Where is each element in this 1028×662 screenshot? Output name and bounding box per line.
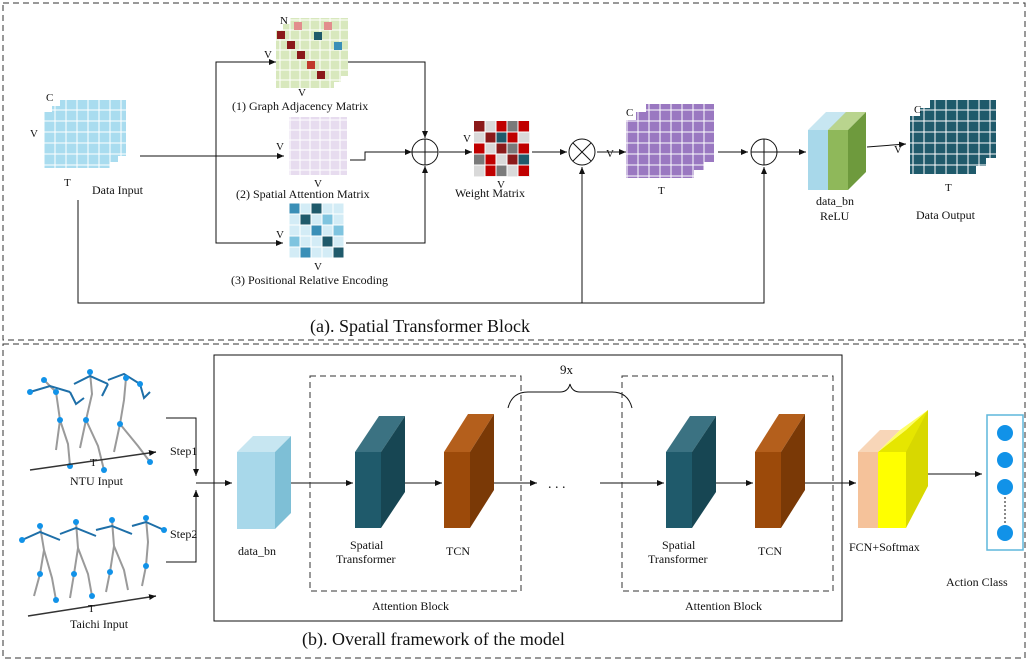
spatial-transformer-2 [666, 416, 716, 528]
weight-v2-label: V [497, 179, 505, 191]
weight-v1-label: V [463, 133, 471, 145]
step1-label: Step1 [170, 444, 197, 458]
adjacency-v2-label: V [298, 87, 306, 99]
tcn-1 [444, 414, 494, 528]
positional-v1-label: V [276, 229, 284, 241]
multiply-operator [568, 138, 596, 166]
positional-v2-label: V [314, 261, 322, 273]
data-input-tensor [44, 100, 126, 168]
fcn-softmax-label: FCN+Softmax [849, 540, 920, 554]
ntu-time-axis [29, 450, 157, 471]
part-a-caption: (a). Spatial Transformer Block [310, 316, 530, 337]
spatial-transformer-2-label-line2: Transformer [648, 552, 708, 566]
spatial-attention-label: (2) Spatial Attention Matrix [236, 187, 370, 201]
positional-label: (3) Positional Relative Encoding [231, 273, 388, 287]
adjacency-n-label: N [280, 15, 288, 27]
mid-tensor-c-label: C [626, 107, 633, 119]
data-input-v-label: V [30, 128, 38, 140]
spatial-transformer-1 [355, 416, 405, 528]
data-output-v-label: V [894, 144, 902, 156]
data-output-t-label: T [945, 182, 952, 194]
action-class-output [986, 414, 1024, 551]
adjacency-v1-label: V [264, 49, 272, 61]
repeat-label: 9x [560, 362, 574, 377]
model-frame [213, 354, 843, 622]
data-output-label: Data Output [916, 208, 976, 222]
attention-block-1-label: Attention Block [372, 599, 449, 613]
weight-matrix-label: Weight Matrix [455, 186, 525, 200]
tcn-2-label: TCN [758, 544, 782, 558]
ntu-skeleton-illustration [27, 369, 153, 473]
weight-matrix [474, 121, 530, 177]
mid-tensor [626, 104, 714, 178]
data-output-tensor [910, 100, 996, 174]
ntu-input-label: NTU Input [70, 474, 124, 488]
taichi-input-label: Taichi Input [70, 617, 129, 631]
spatial-transformer-2-label-line1: Spatial [662, 538, 696, 552]
spatial-attention-v2-label: V [314, 178, 322, 190]
attention-block-1 [309, 375, 522, 592]
attention-block-2 [621, 375, 834, 592]
data-input-c-label: C [46, 92, 53, 104]
ntu-t-label: T [90, 457, 97, 469]
spatial-transformer-1-label-line2: Transformer [336, 552, 396, 566]
ellipsis-dots: . . . [548, 477, 566, 492]
overall-framework-frame [2, 343, 1026, 659]
taichi-time-axis [27, 594, 157, 617]
mid-tensor-t-label: T [658, 185, 665, 197]
bn-relu-block [808, 112, 866, 190]
graph-adjacency-matrix [276, 18, 348, 88]
bn-label: data_bn [816, 194, 854, 208]
spatial-attention-matrix [289, 117, 347, 175]
spatial-attention-v1-label: V [276, 141, 284, 153]
data-bn-block [237, 436, 291, 529]
data-input-label: Data Input [92, 183, 144, 197]
spatial-transformer-block-frame [2, 2, 1026, 341]
data-input-t-label: T [64, 177, 71, 189]
data-output-c-label: C [914, 104, 921, 116]
sum-operator-2 [750, 138, 778, 166]
fcn-softmax-block [858, 410, 928, 528]
mid-tensor-v-label: V [606, 148, 614, 160]
relu-label: ReLU [820, 209, 850, 223]
sum-operator-1 [411, 138, 439, 166]
input-branch-lines [77, 59, 907, 304]
taichi-skeleton-illustration [19, 515, 167, 603]
taichi-t-label: T [88, 603, 95, 615]
tcn-2 [755, 414, 805, 528]
step2-label: Step2 [170, 527, 197, 541]
adjacency-label: (1) Graph Adjacency Matrix [232, 99, 368, 113]
tcn-1-label: TCN [446, 544, 470, 558]
part-b-caption: (b). Overall framework of the model [302, 629, 565, 650]
data-bn-label: data_bn [238, 544, 276, 558]
spatial-transformer-1-label-line1: Spatial [350, 538, 384, 552]
positional-encoding-matrix [288, 202, 345, 259]
action-class-label: Action Class [946, 575, 1008, 589]
attention-block-2-label: Attention Block [685, 599, 762, 613]
repeat-brace [507, 383, 633, 409]
